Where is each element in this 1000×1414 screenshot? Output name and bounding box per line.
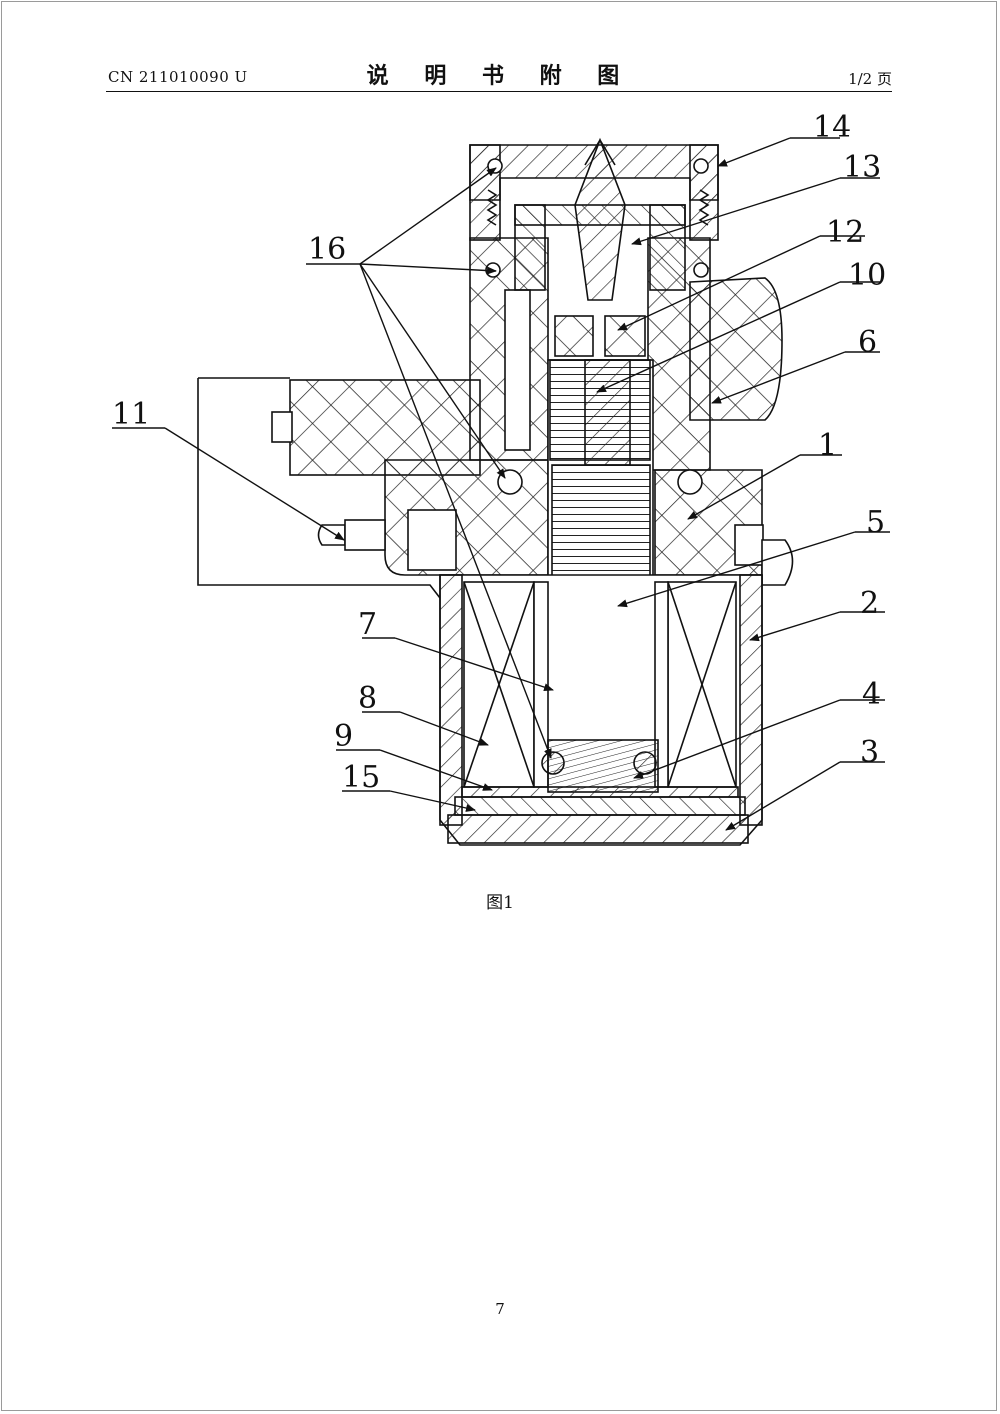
o-ring-left xyxy=(541,751,565,775)
label-16: 16 xyxy=(308,232,346,267)
leader-11 xyxy=(164,427,345,541)
leader-4 xyxy=(633,699,841,779)
label-13: 13 xyxy=(843,150,881,185)
seal-right xyxy=(604,315,646,357)
o-ring-cap-right xyxy=(693,158,709,174)
label-1: 1 xyxy=(818,428,837,463)
label-5: 5 xyxy=(866,505,885,540)
bottom-insulator xyxy=(454,796,746,816)
left-inlet-plug xyxy=(271,411,293,443)
leader-15 xyxy=(389,790,476,812)
o-ring-cap-left xyxy=(487,158,503,174)
leader-2 xyxy=(749,611,841,642)
page-title: 说 明 书 附 图 xyxy=(366,64,634,89)
label-14: 14 xyxy=(813,110,851,145)
left-side-pin-base xyxy=(344,519,386,551)
label-15: 15 xyxy=(342,760,380,795)
upper-left-bore xyxy=(504,289,531,451)
core-rod xyxy=(584,359,631,466)
leader-8 xyxy=(399,711,489,746)
seal-pocket-left xyxy=(407,509,457,571)
label-3: 3 xyxy=(860,735,879,770)
leader-16d xyxy=(359,263,552,759)
leader-9 xyxy=(379,749,493,791)
leader-1 xyxy=(687,454,801,520)
label-11: 11 xyxy=(112,397,150,432)
label-9: 9 xyxy=(334,719,353,754)
cap-thread-right xyxy=(698,189,710,226)
right-side-lug xyxy=(761,539,794,586)
page-number: 7 xyxy=(495,1300,505,1318)
housing-wall-right xyxy=(739,574,763,826)
leader-13 xyxy=(631,177,841,246)
leader-3 xyxy=(725,761,841,831)
o-ring-body-right xyxy=(677,469,703,495)
left-bracket-outline xyxy=(197,377,441,599)
bottom-cover xyxy=(447,814,749,844)
leader-14 xyxy=(717,137,791,167)
label-7: 7 xyxy=(358,607,377,642)
magnetic-plate xyxy=(461,786,739,798)
leader-16b xyxy=(359,263,497,275)
right-outlet-arm xyxy=(689,277,783,421)
patent-number: CN 211010090 U xyxy=(108,68,248,86)
leader-12 xyxy=(617,235,821,331)
cap-thread-left xyxy=(486,189,498,226)
label-6: 6 xyxy=(858,325,877,360)
left-side-pin xyxy=(317,524,346,546)
seal-left xyxy=(554,315,594,357)
o-ring-cap-right2 xyxy=(693,262,709,278)
housing-wall-left xyxy=(439,574,463,826)
label-12: 12 xyxy=(826,215,864,250)
leader-6 xyxy=(711,351,846,404)
leader-16a xyxy=(359,167,497,265)
leader-16c xyxy=(359,263,506,479)
seal-pocket-right xyxy=(734,524,764,566)
label-8: 8 xyxy=(358,681,377,716)
needle-top xyxy=(584,138,616,166)
leader-10 xyxy=(596,281,841,393)
label-2: 2 xyxy=(860,586,879,621)
needle-valve xyxy=(574,137,626,301)
label-10: 10 xyxy=(848,258,886,293)
label-4: 4 xyxy=(862,677,881,712)
page-count: 1/2 页 xyxy=(848,70,892,88)
figure-caption: 图1 xyxy=(486,893,514,913)
leader-7 xyxy=(394,637,554,691)
leader-5 xyxy=(617,531,856,608)
header-rule xyxy=(106,91,892,92)
